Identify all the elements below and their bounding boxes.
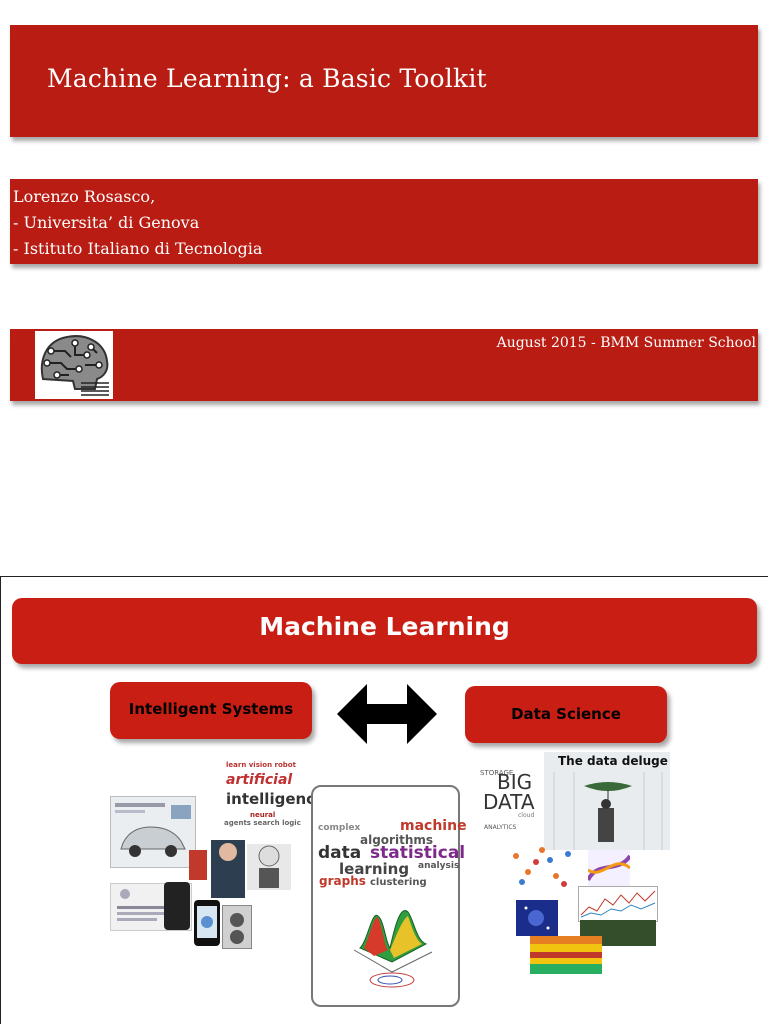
speaker-image: [222, 905, 252, 949]
time-series-image: [578, 886, 658, 922]
svg-text:cloud: cloud: [518, 812, 534, 819]
wordcloud-word: complex: [318, 823, 361, 833]
self-driving-car-image: [110, 796, 196, 868]
robots-image: [185, 830, 295, 898]
wordcloud-ai-image: learn vision robot agents search logic n…: [220, 755, 308, 835]
bigdata-word: BIG: [497, 770, 533, 794]
wordcloud-word: analysis: [418, 861, 460, 871]
ml-title-banner: [12, 598, 757, 664]
slide-title: Machine Learning: a Basic Toolkit: [47, 64, 487, 93]
svg-text:neural: neural: [250, 811, 275, 819]
surface-plot-image: [350, 900, 435, 995]
svg-text:ANALYTICS: ANALYTICS: [484, 824, 517, 831]
data-deluge-cover-image: [544, 752, 670, 850]
footer-banner: [10, 329, 758, 401]
wordcloud-word: machine: [400, 818, 467, 834]
intelligent-systems-box: [110, 682, 312, 739]
data-science-label: Data Science: [511, 705, 621, 723]
phone-image: [164, 882, 190, 930]
data-science-box: [465, 686, 667, 743]
double-arrow-icon: [337, 682, 437, 750]
intelligent-systems-label: Intelligent Systems: [128, 700, 294, 718]
heat-plot-image: [586, 850, 632, 886]
wordcloud-word: algorithms: [360, 833, 434, 847]
circuit-brain-icon: [35, 331, 113, 399]
climate-heatmap-image: [530, 936, 602, 974]
author-block: Lorenzo Rosasco, - Universita’ di Genova…: [13, 184, 262, 262]
sky-map-image: [516, 900, 558, 936]
ml-title: Machine Learning: [259, 612, 510, 641]
author-banner: [10, 179, 758, 264]
event-date: August 2015 - BMM Summer School: [496, 335, 756, 351]
iphone-image: [194, 900, 220, 946]
wordcloud-word: data: [318, 843, 362, 863]
wordcloud-word: statistical: [370, 843, 466, 863]
svg-text:STORAGE: STORAGE: [480, 769, 513, 777]
bigdata-wordcloud-image: STORAGE ANALYTICS cloud: [478, 757, 546, 837]
wordcloud-word: learning: [339, 860, 410, 878]
network-graph-image: [506, 842, 578, 892]
data-deluge-caption: The data deluge: [558, 754, 668, 768]
wordcloud-word: intelligence: [226, 790, 326, 808]
svg-text:learn vision robot: learn vision robot: [226, 761, 297, 769]
affiliation-2: - Istituto Italiano di Tecnologia: [13, 239, 263, 258]
wordcloud-word: graphs: [319, 874, 366, 888]
title-banner: [10, 25, 758, 137]
svg-text:agents search logic: agents search logic: [224, 819, 301, 827]
affiliation-1: - Universita’ di Genova: [13, 213, 200, 232]
author-name: Lorenzo Rosasco,: [13, 187, 156, 206]
wordcloud-word: artificial: [226, 772, 293, 788]
slide-2-frame: [0, 576, 768, 1024]
ml-illustration-frame: [311, 785, 460, 1007]
bigdata-word: DATA: [483, 790, 535, 814]
wordcloud-word: clustering: [370, 877, 427, 888]
